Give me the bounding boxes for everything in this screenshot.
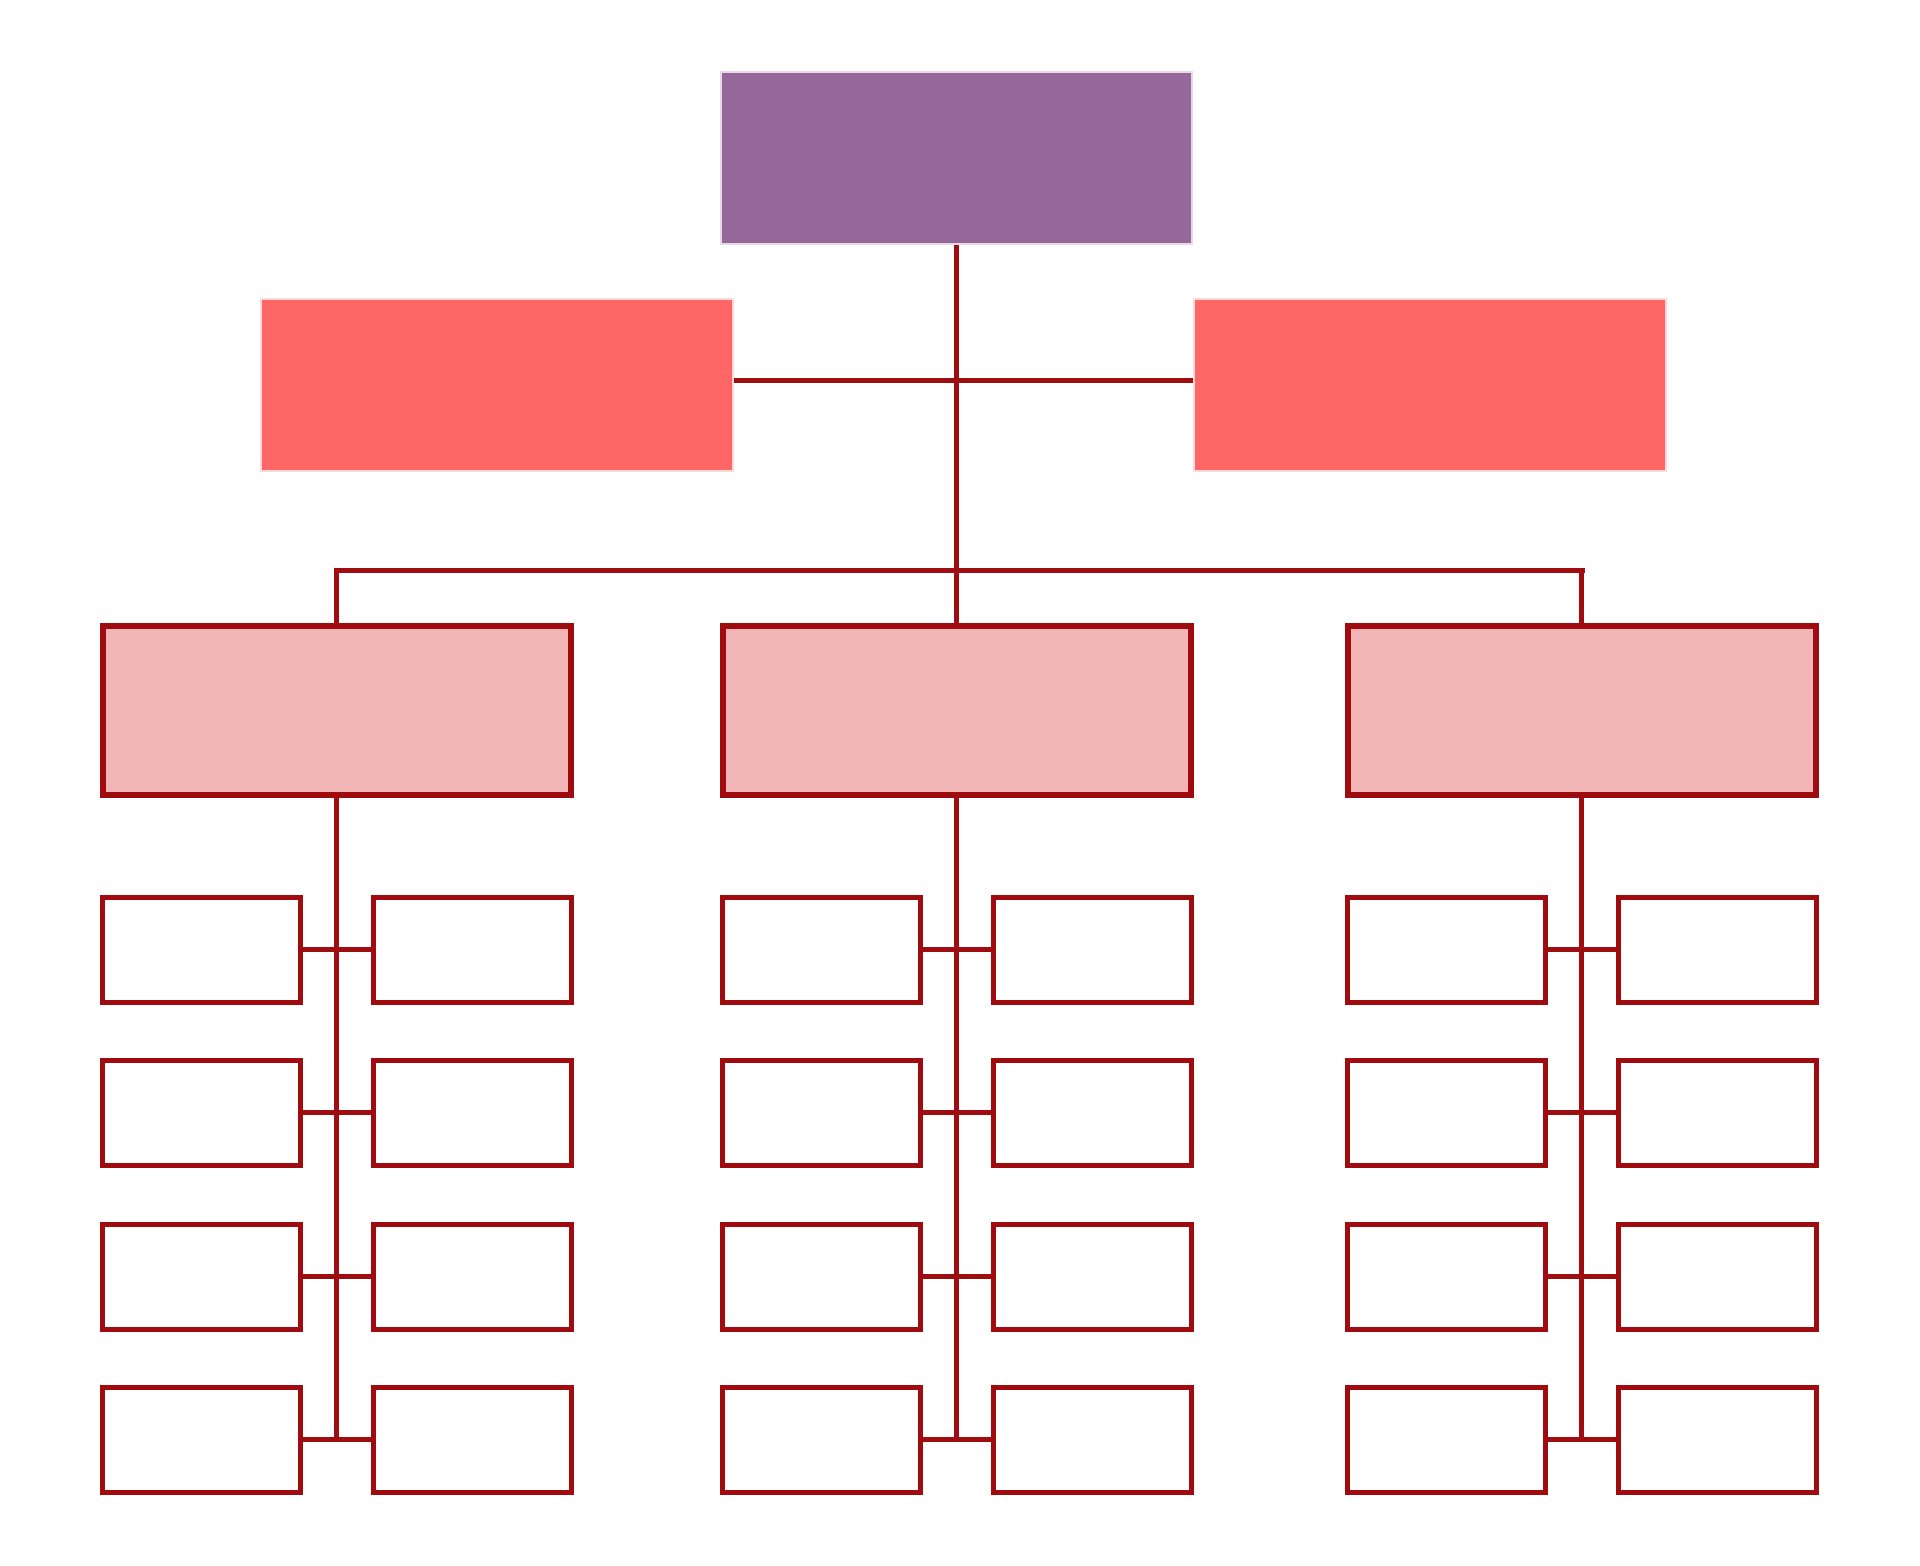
connector-branch-drop-right bbox=[1579, 570, 1584, 625]
connector-leaf-stub bbox=[923, 1274, 991, 1279]
branch-node-box bbox=[1345, 623, 1819, 798]
leaf-node-box bbox=[100, 1222, 303, 1332]
connector-cluster-spine bbox=[954, 797, 959, 1442]
connector-assistant-crossbar bbox=[734, 378, 1193, 383]
root-node-box bbox=[720, 71, 1193, 245]
connector-leaf-stub bbox=[303, 1437, 371, 1442]
leaf-node-box bbox=[100, 895, 303, 1005]
leaf-node-box bbox=[991, 895, 1194, 1005]
connector-leaf-stub bbox=[923, 1110, 991, 1115]
connector-branch-rail bbox=[334, 568, 1585, 573]
connector-cluster-spine bbox=[334, 797, 339, 1442]
leaf-node-box bbox=[1616, 895, 1819, 1005]
leaf-node-box bbox=[991, 1058, 1194, 1168]
leaf-node-box bbox=[991, 1222, 1194, 1332]
leaf-node-box bbox=[371, 1222, 574, 1332]
leaf-node-box bbox=[371, 1385, 574, 1495]
leaf-node-box bbox=[991, 1385, 1194, 1495]
branch-node-box bbox=[720, 623, 1194, 798]
connector-leaf-stub bbox=[1548, 947, 1616, 952]
connector-leaf-stub bbox=[923, 1437, 991, 1442]
connector-leaf-stub bbox=[303, 1110, 371, 1115]
leaf-node-box bbox=[1345, 1058, 1548, 1168]
leaf-node-box bbox=[1345, 895, 1548, 1005]
leaf-node-box bbox=[720, 1222, 923, 1332]
connector-leaf-stub bbox=[1548, 1437, 1616, 1442]
connector-leaf-stub bbox=[1548, 1110, 1616, 1115]
connector-root-spine bbox=[954, 245, 959, 625]
leaf-node-box bbox=[100, 1058, 303, 1168]
connector-leaf-stub bbox=[923, 947, 991, 952]
assistant-node-box-left bbox=[260, 298, 734, 472]
branch-node-box bbox=[100, 623, 574, 798]
connector-leaf-stub bbox=[1548, 1274, 1616, 1279]
connector-leaf-stub bbox=[303, 947, 371, 952]
leaf-node-box bbox=[1345, 1385, 1548, 1495]
leaf-node-box bbox=[1616, 1058, 1819, 1168]
leaf-node-box bbox=[371, 895, 574, 1005]
assistant-node-box-right bbox=[1193, 298, 1667, 472]
leaf-node-box bbox=[720, 895, 923, 1005]
leaf-node-box bbox=[720, 1385, 923, 1495]
connector-cluster-spine bbox=[1579, 797, 1584, 1442]
leaf-node-box bbox=[1616, 1222, 1819, 1332]
leaf-node-box bbox=[100, 1385, 303, 1495]
connector-branch-drop-left bbox=[334, 570, 339, 625]
leaf-node-box bbox=[720, 1058, 923, 1168]
leaf-node-box bbox=[371, 1058, 574, 1168]
leaf-node-box bbox=[1616, 1385, 1819, 1495]
leaf-node-box bbox=[1345, 1222, 1548, 1332]
connector-leaf-stub bbox=[303, 1274, 371, 1279]
